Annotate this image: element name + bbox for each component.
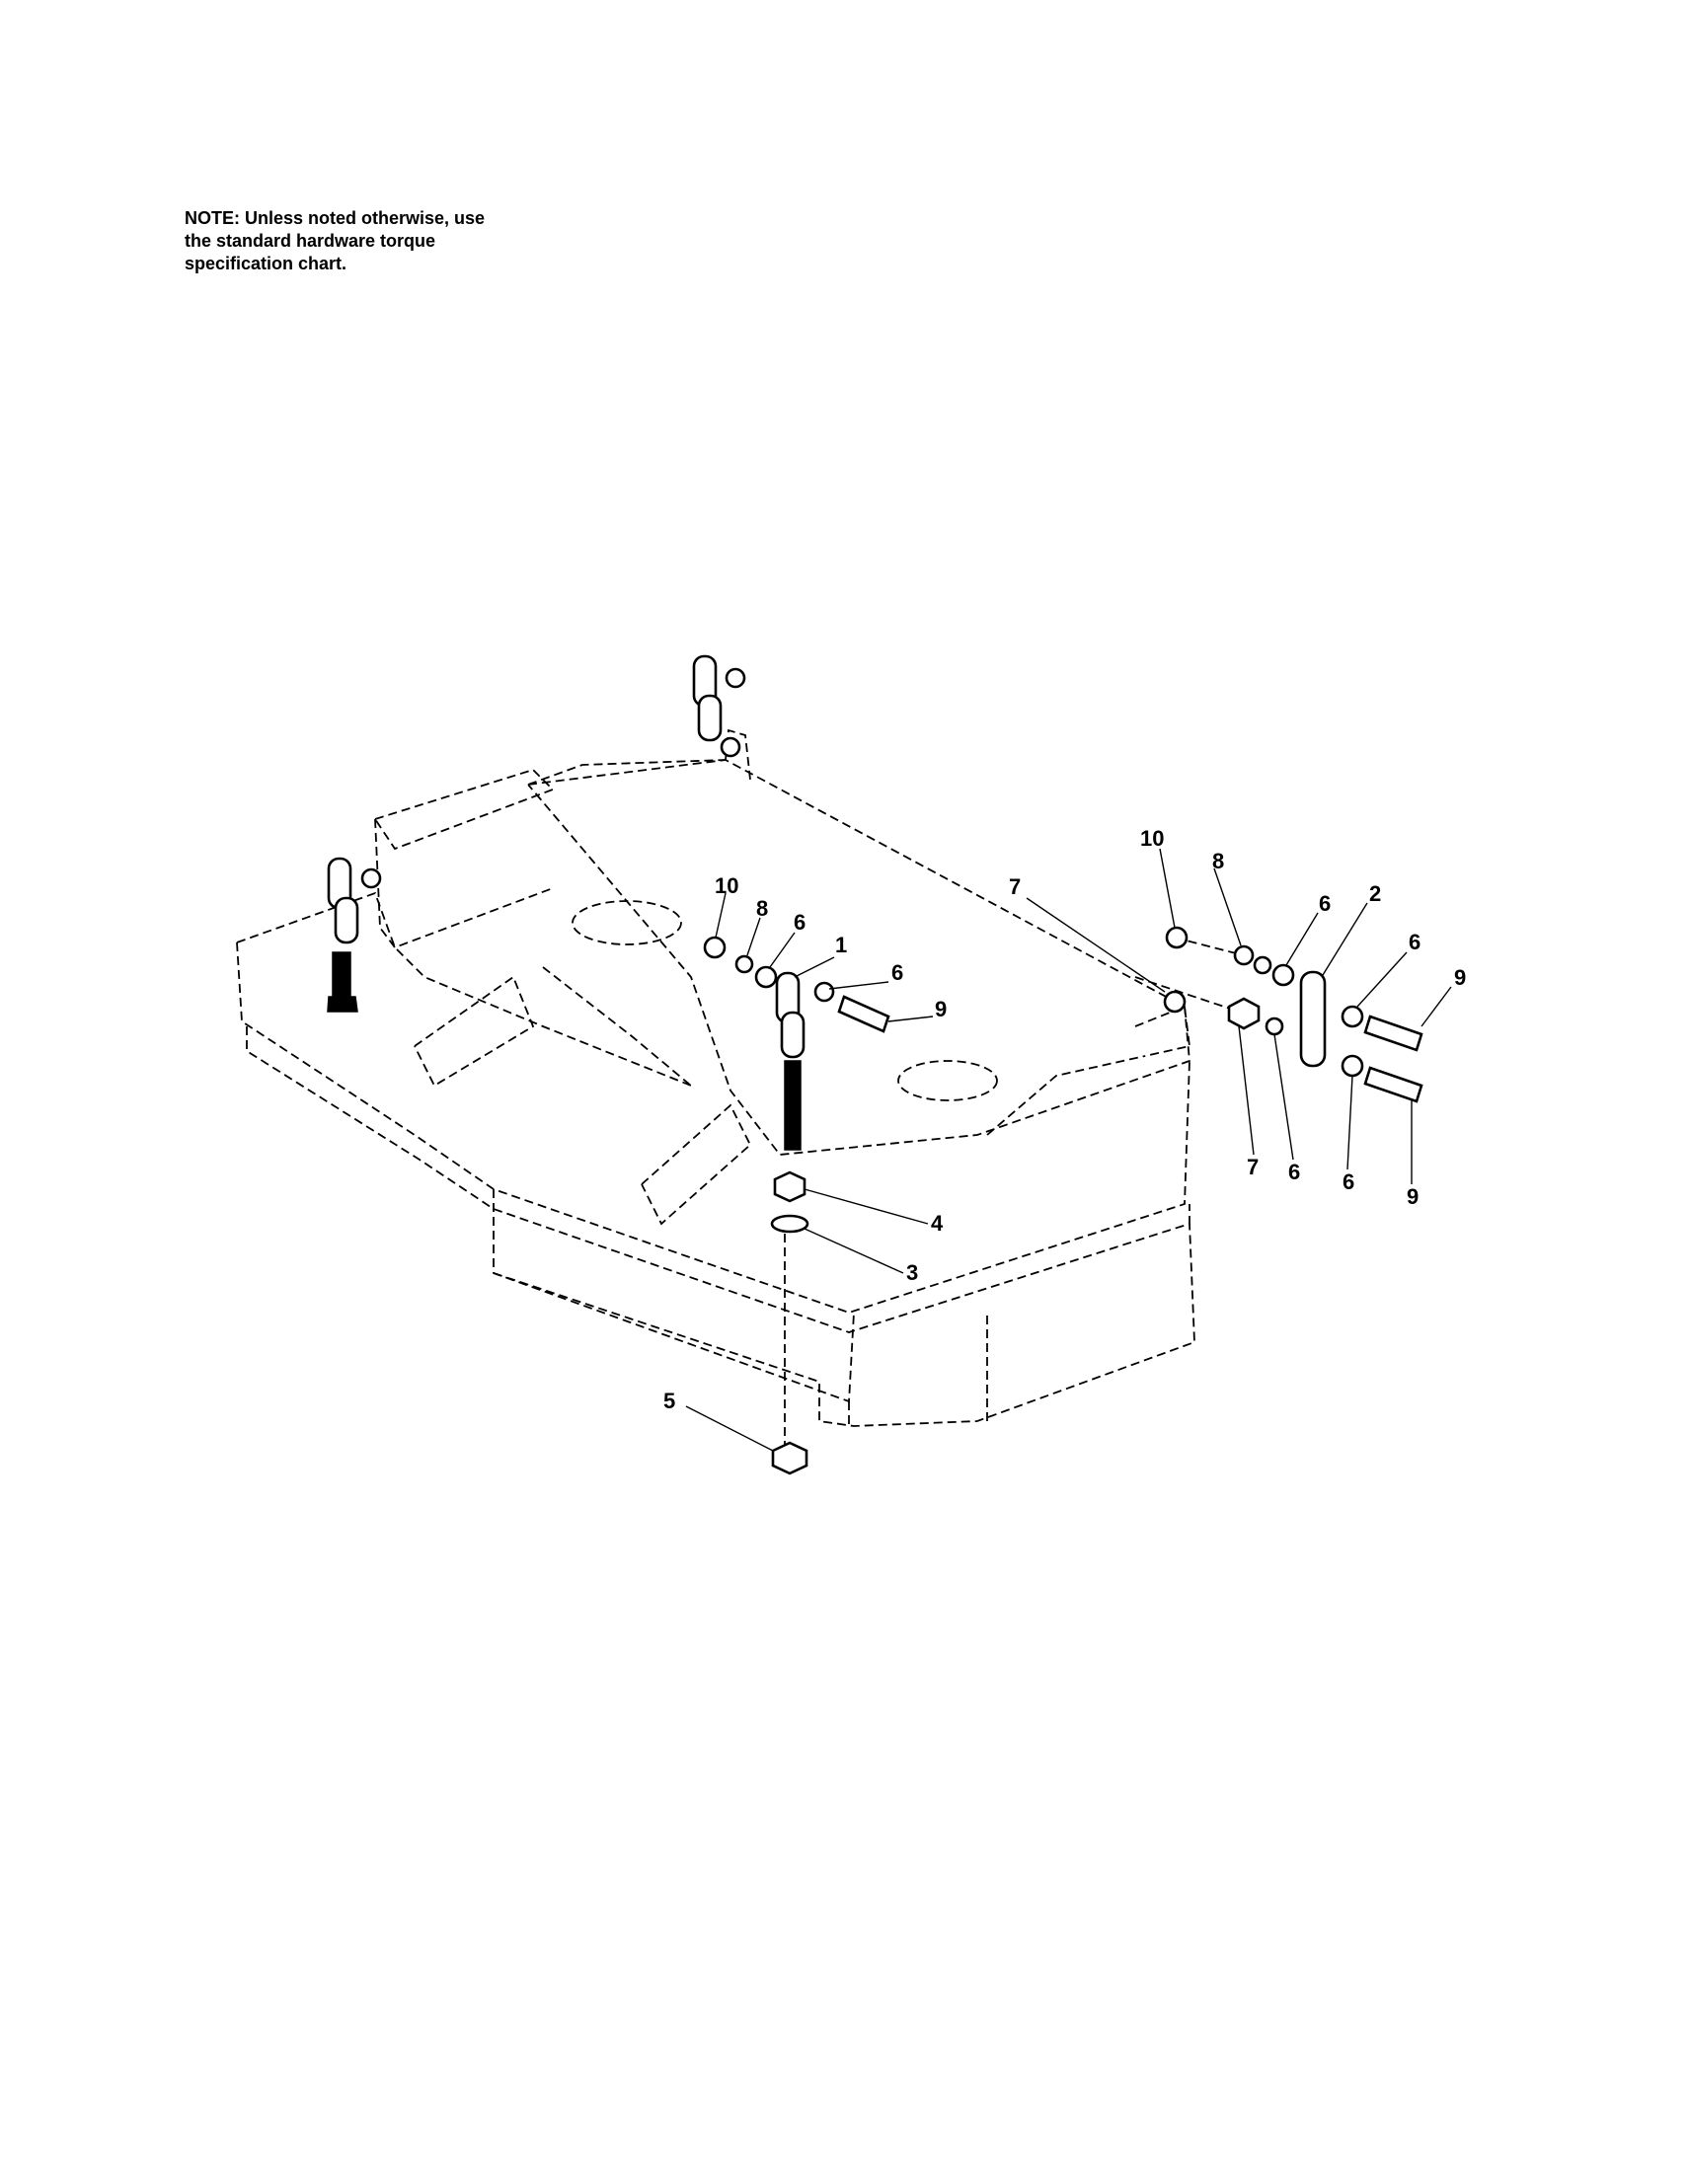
part-6-washer xyxy=(754,965,778,989)
right-bracket-hardware xyxy=(1163,926,1423,1103)
note-line-1: NOTE: Unless noted otherwise, use xyxy=(185,208,486,228)
callout-8: 8 xyxy=(756,896,768,921)
note-line-3: specification chart. xyxy=(185,254,347,273)
left-chain-assembly xyxy=(327,857,382,1013)
callout-5: 5 xyxy=(663,1389,675,1413)
part-4-nut xyxy=(773,1170,806,1203)
part-3-washer xyxy=(770,1214,809,1234)
rear-chain-assembly xyxy=(692,654,746,758)
callout-8: 8 xyxy=(1212,849,1224,873)
part-10-nut xyxy=(703,936,727,959)
callout-1: 1 xyxy=(835,933,847,957)
callout-6: 6 xyxy=(891,960,903,985)
callout-9: 9 xyxy=(1407,1184,1419,1209)
callout-6: 6 xyxy=(1343,1169,1354,1194)
callout-10: 10 xyxy=(1140,826,1164,851)
callout-7: 7 xyxy=(1009,874,1021,899)
torque-note: NOTE: Unless noted otherwise, use the st… xyxy=(185,207,579,275)
callout-6: 6 xyxy=(1319,891,1331,916)
callout-6: 6 xyxy=(1409,930,1420,954)
leader-lines xyxy=(685,848,1452,1452)
callout-9: 9 xyxy=(1454,965,1466,990)
callout-numbers: 10 8 6 1 6 9 4 3 5 7 10 8 6 2 6 9 7 6 6 … xyxy=(663,826,1466,1413)
mower-deck-outline xyxy=(236,728,1255,1451)
part-2-chain-link xyxy=(1299,970,1327,1068)
callout-2: 2 xyxy=(1369,881,1381,906)
callout-6: 6 xyxy=(794,910,806,935)
callout-9: 9 xyxy=(935,997,947,1021)
center-hanger-assembly xyxy=(703,936,890,1475)
callout-10: 10 xyxy=(715,873,738,898)
part-8-washer xyxy=(734,954,754,974)
callout-3: 3 xyxy=(906,1260,918,1285)
callout-6: 6 xyxy=(1288,1160,1300,1184)
callout-4: 4 xyxy=(931,1211,944,1236)
note-line-2: the standard hardware torque xyxy=(185,231,436,251)
part-5-nut xyxy=(771,1441,808,1475)
callout-7: 7 xyxy=(1247,1155,1259,1179)
